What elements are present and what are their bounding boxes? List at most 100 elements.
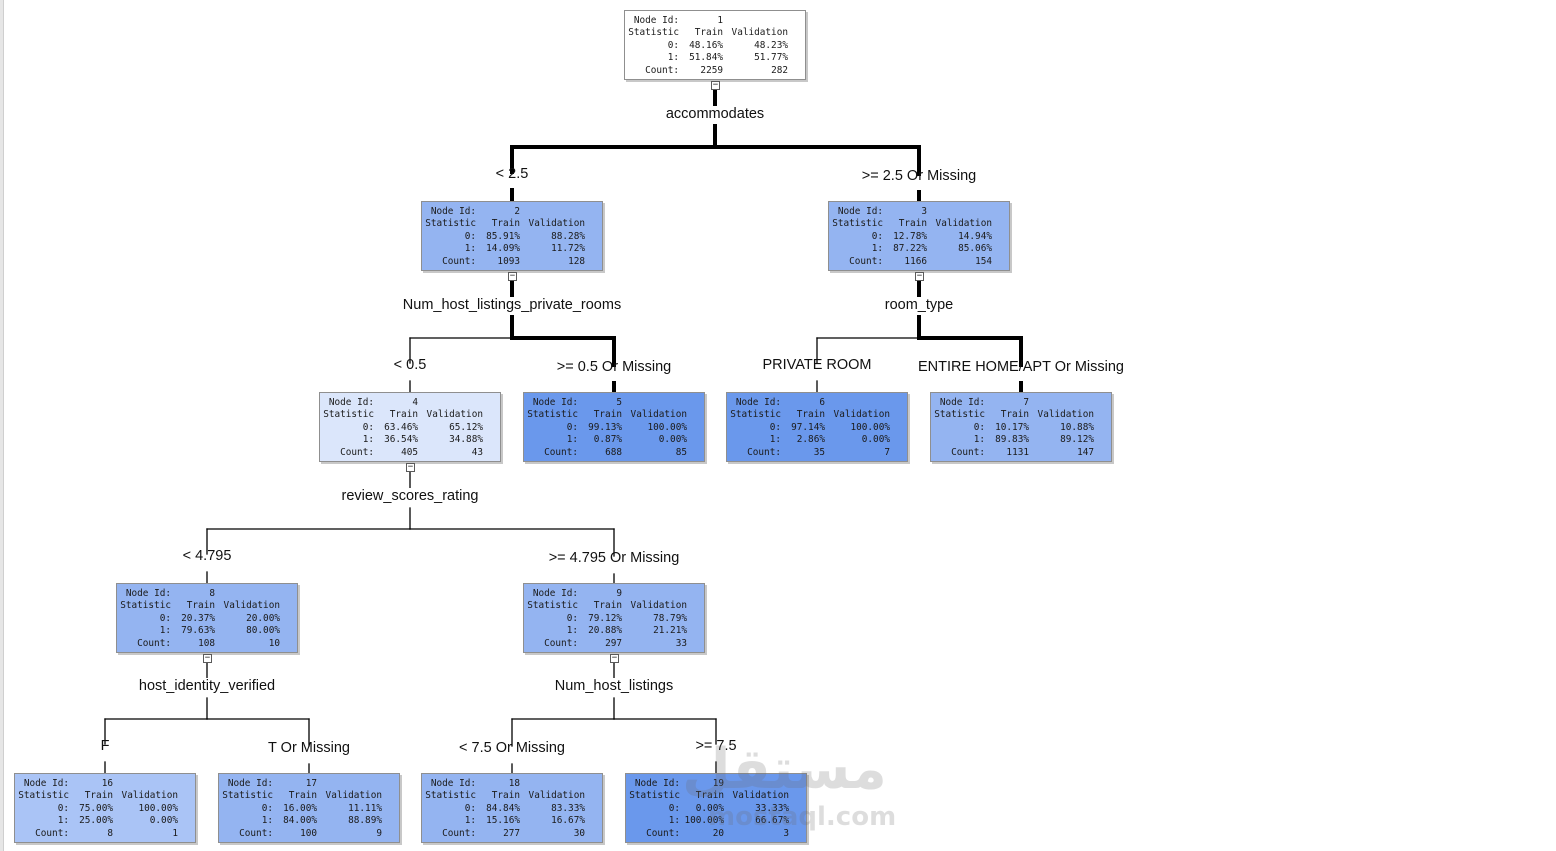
class1-row: 1:2.86%0.00%: [727, 434, 907, 446]
class1-validation-value: 0.00%: [149, 815, 178, 827]
collapse-toggle-icon[interactable]: −: [610, 653, 619, 663]
train-header: Train: [389, 409, 418, 421]
node-id-row: Node Id:1: [625, 15, 805, 27]
class1-train-value: 25.00%: [79, 815, 113, 827]
node-id-value: 8: [209, 588, 215, 599]
statistic-header: Statistic: [18, 790, 69, 802]
statistic-header: Statistic: [629, 790, 680, 802]
class1-label: 1:: [566, 625, 578, 637]
node-id-value: 19: [712, 778, 724, 789]
class1-validation-value: 88.89%: [348, 815, 382, 827]
class0-label: 0:: [261, 802, 273, 814]
validation-count-value: 7: [884, 446, 890, 458]
collapse-toggle-icon[interactable]: −: [508, 271, 517, 281]
class1-row: 1: 36.54% 34.88%: [320, 434, 500, 446]
node-id-label: Node Id:: [735, 397, 781, 408]
validation-header: Validation: [1037, 409, 1094, 421]
train-header: Train: [186, 600, 215, 612]
class1-train-value: 36.54%: [384, 434, 418, 446]
node-id-label: Node Id:: [837, 206, 883, 217]
class1-train-value: 89.83%: [995, 434, 1029, 446]
node-id-label: Node Id:: [939, 397, 985, 408]
class1-row: 1:84.00%88.89%: [219, 815, 399, 827]
train-count-value: 688: [605, 446, 622, 458]
train-count-value: 8: [107, 827, 113, 839]
class0-train-value: 12.78%: [893, 230, 927, 242]
class1-train-value: 14.09%: [486, 243, 520, 255]
train-header: Train: [84, 790, 113, 802]
train-count-value: 1166: [904, 255, 927, 267]
class0-validation-value: 88.28%: [551, 230, 585, 242]
class0-validation-value: 11.11%: [348, 802, 382, 814]
collapse-toggle-icon[interactable]: −: [711, 80, 720, 90]
collapse-toggle-icon[interactable]: −: [915, 271, 924, 281]
count-label: Count:: [442, 255, 476, 267]
class1-train-value: 87.22%: [893, 243, 927, 255]
class1-validation-value: 66.67%: [755, 815, 789, 827]
validation-count-value: 154: [975, 255, 992, 267]
node-id-row: Node Id:2: [422, 206, 602, 218]
validation-count-value: 30: [573, 827, 585, 839]
class1-validation-value: 34.88%: [449, 434, 483, 446]
class1-validation-value: 16.67%: [551, 815, 585, 827]
class0-train-value: 84.84%: [486, 802, 520, 814]
class1-label: 1:: [668, 815, 680, 827]
split-variable-label: Num_host_listings_private_rooms: [401, 297, 623, 314]
class1-row: 1:14.09%11.72%: [422, 243, 602, 255]
collapse-toggle-icon[interactable]: −: [203, 653, 212, 663]
count-label: Count:: [35, 827, 69, 839]
class0-row: 0:12.78%14.94%: [829, 231, 1009, 243]
train-count-value: 277: [503, 827, 520, 839]
node-id-label: Node Id:: [532, 588, 578, 599]
class1-label: 1:: [769, 434, 781, 446]
class1-validation-value: 21.21%: [653, 625, 687, 637]
count-row: Count: 1093 128: [422, 256, 602, 268]
validation-count-value: 3: [783, 827, 789, 839]
node-id-row: Node Id:7: [931, 397, 1111, 409]
node-id-value: 16: [101, 778, 113, 789]
class0-row: 0:48.16%48.23%: [625, 40, 805, 52]
collapse-toggle-icon[interactable]: −: [406, 462, 415, 472]
node-id-value: 1: [717, 15, 723, 26]
branch-condition-label: < 0.5: [393, 357, 427, 373]
class1-train-value: 20.88%: [588, 625, 622, 637]
train-header: Train: [288, 790, 317, 802]
class1-row: 1:51.84%51.77%: [625, 52, 805, 64]
class0-row: 0:75.00%100.00%: [15, 803, 195, 815]
node-id-label: Node Id:: [532, 397, 578, 408]
class1-label: 1:: [464, 815, 476, 827]
class1-validation-value: 11.72%: [551, 243, 585, 255]
class1-label: 1:: [362, 434, 374, 446]
validation-header: Validation: [630, 409, 687, 421]
train-header: Train: [491, 790, 520, 802]
branch-condition-label: < 7.5 Or Missing: [459, 740, 565, 756]
validation-count-value: 128: [568, 255, 585, 267]
class0-label: 0:: [769, 421, 781, 433]
node-id-value: 4: [412, 397, 418, 408]
count-label: Count:: [340, 446, 374, 458]
train-count-value: 1093: [497, 255, 520, 267]
